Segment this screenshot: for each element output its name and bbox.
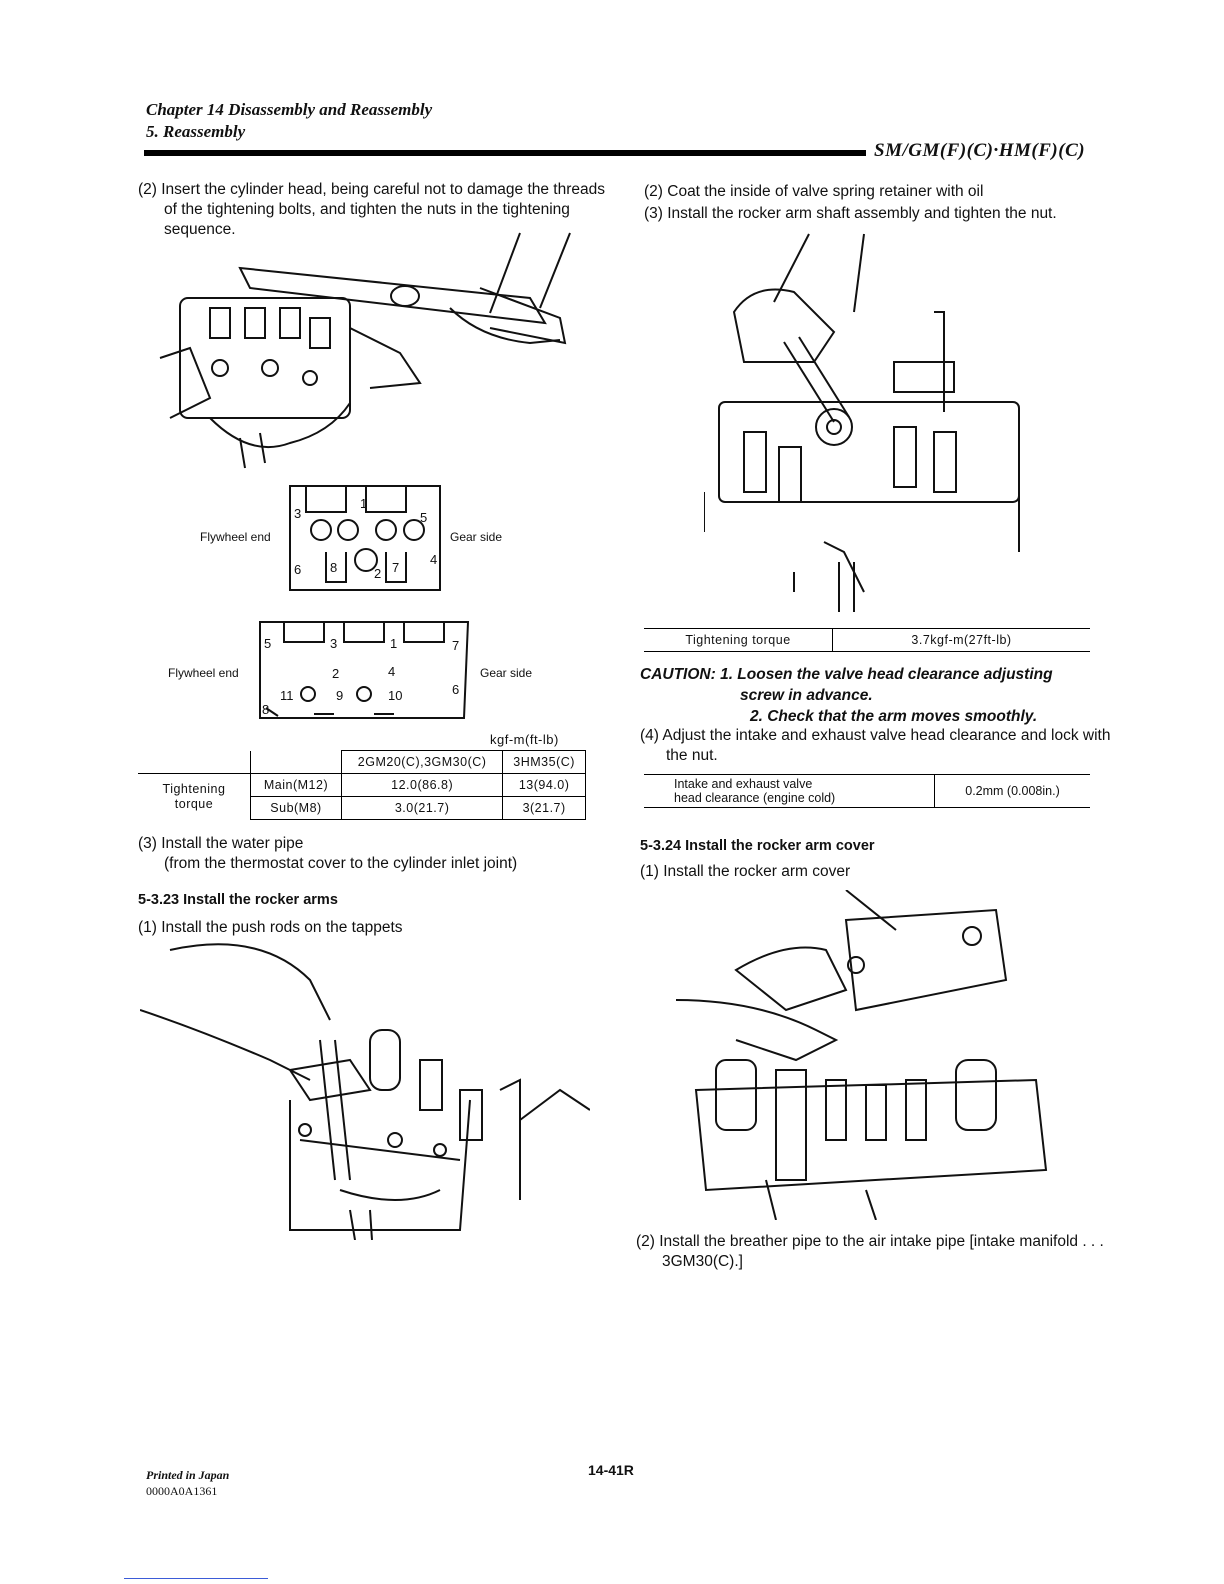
rocker-arm-cover-illustration: [676, 890, 1048, 1220]
diagram1-num-2: 1: [360, 496, 367, 511]
clearance-label: Intake and exhaust valve head clearance …: [644, 774, 935, 808]
right-step-524-1: (1) Install the rocker arm cover: [640, 863, 851, 880]
rocker-torque-value: 3.7kgf-m(27ft-lb): [832, 628, 1090, 652]
diagram1-num-3: 5: [420, 510, 427, 525]
diagram2-num-11: 8: [262, 702, 269, 717]
diagram1-num-1: 3: [294, 506, 301, 521]
diagram1-num-7: 2: [374, 566, 381, 581]
diagram2-num-4: 7: [452, 638, 459, 653]
page-number: 14-41R: [588, 1462, 634, 1478]
cylinder-head-wrench-illustration: [159, 232, 571, 469]
document-code: 0000A0A1361: [146, 1484, 218, 1498]
diagram1-num-5: 6: [294, 562, 301, 577]
main-value-2: 13(94.0): [502, 773, 586, 797]
caution-2: 2. Check that the arm moves smoothly.: [750, 708, 1038, 725]
header-rule: [144, 150, 866, 156]
diagram2-num-10: 6: [452, 682, 459, 697]
right-step-4: (4) Adjust the intake and exhaust valve …: [640, 727, 1111, 764]
main-bolt-label: Main(M12): [250, 773, 342, 797]
right-step-524-2: (2) Install the breather pipe to the air…: [636, 1233, 1104, 1270]
diagram2-num-8: 9: [336, 688, 343, 703]
right-step-3: (3) Install the rocker arm shaft assembl…: [644, 205, 1057, 222]
diagram1-flywheel-label: Flywheel end: [200, 530, 271, 544]
heading-5-3-23: 5-3.23 Install the rocker arms: [138, 892, 338, 908]
sub-value-1: 3.0(21.7): [340, 796, 504, 820]
printed-in-japan: Printed in Japan: [146, 1468, 230, 1482]
torque-row-label: Tightening torque: [138, 773, 251, 820]
diagram2-num-7: 11: [280, 688, 294, 703]
tightening-sequence-diagram-1: 3 1 5 4 6 8 2 7: [289, 485, 441, 591]
right-step-2: (2) Coat the inside of valve spring reta…: [644, 183, 984, 200]
diagram2-gear-label: Gear side: [480, 666, 533, 680]
left-step-3-line1: (3) Install the water pipe: [138, 835, 304, 852]
diagram1-num-6: 8: [330, 560, 337, 575]
tightening-sequence-diagram-2: 5 3 1 7 2 4 11 9 10 6 8: [259, 621, 470, 719]
section-title: 5. Reassembly: [146, 122, 246, 141]
diagram2-num-3: 1: [390, 636, 397, 651]
diagram1-num-4: 4: [430, 552, 437, 567]
main-value-1: 12.0(86.8): [340, 773, 504, 797]
diagram1-num-8: 7: [392, 560, 399, 575]
diagram2-num-5: 2: [332, 666, 339, 681]
sub-bolt-label: Sub(M8): [250, 796, 342, 820]
bottom-divider: [124, 1578, 268, 1579]
rocker-torque-label: Tightening torque: [644, 628, 833, 652]
heading-5-3-24: 5-3.24 Install the rocker arm cover: [640, 838, 875, 854]
left-step-2: (2) Insert the cylinder head, being care…: [138, 181, 606, 238]
left-step-523-1: (1) Install the push rods on the tappets: [138, 919, 403, 936]
caution-1b: screw in advance.: [740, 687, 873, 704]
left-step-3-line2: (from the thermostat cover to the cylind…: [164, 855, 518, 872]
caution-1: CAUTION: 1. Loosen the valve head cleara…: [640, 666, 1053, 683]
rocker-arm-shaft-illustration: [704, 233, 1020, 612]
chapter-title: Chapter 14 Disassembly and Reassembly: [146, 100, 433, 119]
diagram2-num-1: 5: [264, 636, 271, 651]
diagram2-num-9: 10: [388, 688, 402, 703]
head-torque-table: 2GM20(C),3GM30(C) 3HM35(C) Tightening to…: [138, 750, 586, 820]
clearance-table: Intake and exhaust valve head clearance …: [644, 774, 1090, 808]
clearance-value: 0.2mm (0.008in.): [934, 774, 1090, 808]
diagram1-gear-label: Gear side: [450, 530, 503, 544]
diagram2-num-2: 3: [330, 636, 337, 651]
push-rods-illustration: [140, 943, 590, 1240]
model-label: SM/GM(F)(C)·HM(F)(C): [874, 140, 1086, 161]
torque-unit: kgf-m(ft-lb): [490, 732, 559, 747]
head-col-2: 3HM35(C): [502, 750, 586, 774]
head-col-1: 2GM20(C),3GM30(C): [340, 750, 504, 774]
sub-value-2: 3(21.7): [502, 796, 586, 820]
diagram2-num-6: 4: [388, 664, 395, 679]
rocker-torque-table: Tightening torque 3.7kgf-m(27ft-lb): [644, 628, 1090, 652]
diagram2-flywheel-label: Flywheel end: [168, 666, 239, 680]
